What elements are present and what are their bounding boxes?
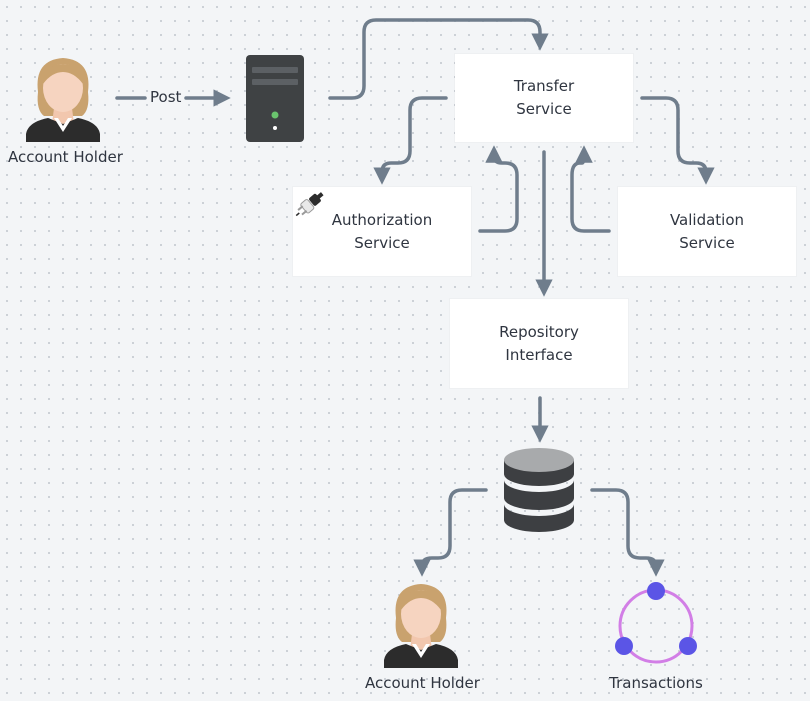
repository-interface-line1: Repository (499, 322, 579, 341)
account-holder-label-bottom: Account Holder (365, 674, 480, 692)
authorization-service-line2: Service (354, 233, 410, 252)
plug-icon (295, 192, 324, 217)
server-icon (246, 55, 304, 142)
edge-label-post: Post (148, 88, 184, 106)
database-icon (504, 448, 574, 532)
validation-service-box: Validation Service (618, 187, 796, 276)
account-holder-avatar-top (26, 58, 100, 142)
edge-database-to-holder (413, 488, 488, 577)
transactions-label: Transactions (609, 674, 703, 692)
account-holder-label-top: Account Holder (8, 148, 123, 166)
authorization-service-line1: Authorization (331, 210, 433, 229)
edge-transfer-to-validation (640, 96, 715, 185)
edge-validation-to-transfer (570, 145, 611, 233)
authorization-service-box: Authorization Service (293, 187, 471, 276)
transfer-service-line2: Service (516, 100, 572, 118)
transfer-service-box: Transfer Service (455, 54, 633, 142)
account-holder-avatar-bottom (384, 584, 458, 668)
validation-service-line2: Service (679, 233, 735, 252)
edge-transfer-to-authorization (373, 96, 448, 185)
transfer-service-line1: Transfer (513, 77, 575, 95)
edge-authorization-to-transfer (478, 145, 519, 233)
repository-interface-line2: Interface (505, 345, 573, 364)
repository-interface-box: Repository Interface (450, 299, 628, 388)
edge-server-to-transfer (328, 18, 549, 100)
validation-service-line1: Validation (669, 210, 745, 229)
transactions-cycle-icon (615, 582, 697, 664)
edge-database-to-transactions (590, 488, 665, 577)
